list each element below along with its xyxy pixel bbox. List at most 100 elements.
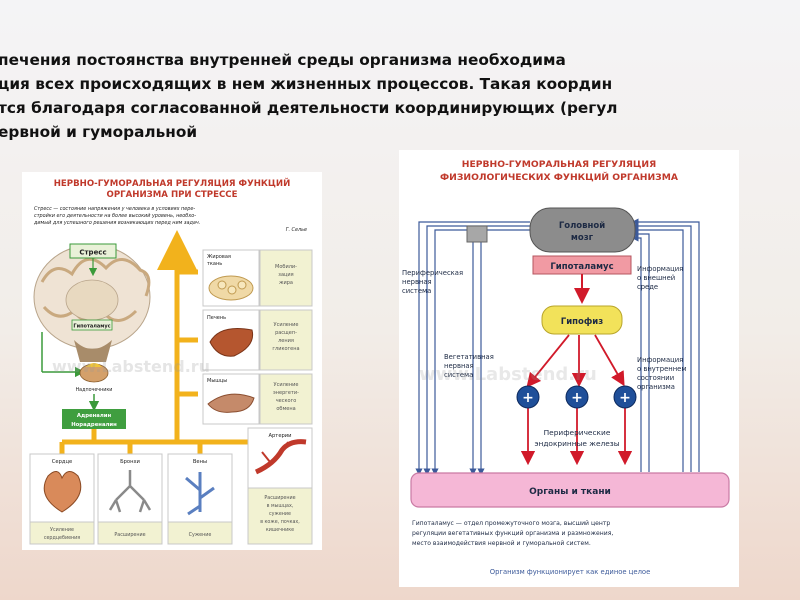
glands-label-line-2: эндокринные железы [534, 439, 619, 448]
fat-effect-line-1: Мобили- [275, 264, 297, 270]
artery-effect-line-3: сужение [269, 512, 291, 517]
bronchi-name: Бронхи [120, 459, 140, 465]
slide-text-line-4: ервной и гуморальной [0, 123, 198, 141]
hormones-label-box [62, 409, 126, 429]
arteries-name: Артерии [268, 433, 291, 439]
internal-info-label: Информация о внутреннем состоянии органи… [637, 356, 686, 391]
internal-info-line-2: о внутреннем [637, 365, 686, 373]
peripheral-nervous-line-3: система [402, 287, 431, 295]
hypothalamus-label-right: Гипоталамус [550, 262, 613, 272]
hormone-noradrenaline: Норадреналин [71, 422, 117, 428]
feedback-arrows [415, 218, 700, 476]
veins-icon [185, 472, 215, 516]
glands-label-line-1: Периферические [544, 428, 611, 437]
external-info-line-3: среде [637, 283, 658, 291]
slide-text-line-1: печения постоянства внутренней среды орг… [0, 51, 566, 69]
artery-effect-line-1: Расширение [264, 495, 295, 501]
right-watermark: www.Labstend.ru [419, 364, 597, 385]
target-heart: Сердце Усиление сердцебиения [29, 453, 95, 545]
muscle-icon [207, 393, 255, 413]
brain-box [529, 207, 636, 253]
physiology-regulation-poster: НЕРВНО-ГУМОРАЛЬНАЯ РЕГУЛЯЦИЯ ФИЗИОЛОГИЧЕ… [399, 150, 739, 587]
artery-effect-line-5: кишечнике [266, 528, 294, 533]
adrenal-label: Надпочечники [76, 387, 113, 393]
fat-tissue-name-line-1: Жировая [207, 254, 231, 260]
target-bronchi: Бронхи Расширение [97, 453, 163, 545]
stress-quote-line-3: димый для успешного решения возникающих … [33, 220, 200, 226]
gland-plus-1: + [522, 390, 534, 406]
left-poster-title-line-1: НЕРВНО-ГУМОРАЛЬНАЯ РЕГУЛЯЦИЯ ФУНКЦИЙ [54, 177, 291, 189]
regulation-diagram: НЕРВНО-ГУМОРАЛЬНАЯ РЕГУЛЯЦИЯ ФИЗИОЛОГИЧЕ… [402, 159, 730, 576]
fat-effect-line-2: зация [278, 272, 293, 278]
external-info-line-1: Информация [637, 265, 683, 273]
veins-name: Вены [193, 459, 207, 465]
adrenal-gland-icon [79, 363, 109, 383]
slide-body-text: печения постоянства внутренней среды орг… [0, 48, 800, 144]
gland-plus-3: + [619, 390, 631, 406]
hypothalamus-label: Гипоталамус [73, 324, 110, 330]
internal-info-line-4: организма [637, 383, 675, 391]
right-poster-title-line-2: ФИЗИОЛОГИЧЕСКИХ ФУНКЦИЙ ОРГАНИЗМА [440, 171, 679, 183]
artery-icon [254, 439, 307, 475]
veins-effect: Сужение [189, 532, 212, 538]
stress-quote-line-1: Стресс — состояние напряжения у человека… [34, 206, 195, 212]
muscles-name: Мышцы [207, 378, 227, 384]
left-poster-title-line-2: ОРГАНИЗМА ПРИ СТРЕССЕ [107, 190, 238, 200]
muscle-effect-line-4: обмена [276, 406, 295, 412]
right-poster-title-line-1: НЕРВНО-ГУМОРАЛЬНАЯ РЕГУЛЯЦИЯ [462, 159, 656, 170]
muscle-effect-line-3: ческого [276, 398, 297, 404]
artery-effect-line-2: в мышцах, [267, 504, 294, 509]
fat-tissue-icon [208, 275, 254, 301]
hormone-adrenaline: Адреналин [77, 413, 112, 419]
pituitary-label: Гипофиз [561, 317, 603, 327]
target-fat-tissue: Жировая ткань Мобили- зация жира [202, 249, 313, 307]
stress-quote-author: Г. Селье [286, 227, 307, 233]
bronchi-effect: Расширение [114, 532, 145, 538]
internal-info-line-1: Информация [637, 356, 683, 364]
vegetative-nervous-line-3: система [444, 371, 473, 379]
heart-icon [43, 471, 82, 513]
endocrine-gland-icons [516, 385, 637, 409]
definition-line-1: Гипоталамус — отдел промежуточного мозга… [412, 519, 610, 527]
brain-label-line-1: Головной [559, 221, 605, 231]
liver-effect-line-1: Усиление [274, 322, 299, 328]
fat-effect-line-3: жира [279, 280, 293, 286]
stress-label: Стресс [79, 249, 106, 257]
vegetative-nervous-label: Вегетативная нервная система [444, 353, 494, 379]
target-muscles: Мышцы Усиление энергети- ческого обмена [202, 373, 313, 425]
definition-line-2: регуляции вегетативных функций организма… [412, 529, 613, 537]
hormone-arrows [520, 334, 633, 466]
liver-icon [209, 328, 254, 357]
hypothalamus-label-box [71, 319, 113, 331]
bronchi-icon [108, 470, 152, 513]
organs-box [410, 472, 730, 508]
liver-effect-line-3: ления [278, 338, 294, 344]
organs-label: Органы и ткани [529, 487, 611, 497]
definition-line-3: место взаимодействия нервной и гуморальн… [412, 539, 591, 547]
target-veins: Вены Сужение [167, 453, 233, 545]
brain-label-line-2: мозг [571, 233, 594, 243]
peripheral-nervous-line-1: Периферическая [402, 269, 463, 277]
gland-plus-2: + [571, 390, 583, 406]
liver-name: Печень [207, 315, 226, 321]
internal-info-line-3: состоянии [637, 374, 674, 382]
fat-tissue-name-line-2: ткань [207, 261, 222, 267]
muscle-effect-line-1: Усиление [274, 382, 299, 388]
stress-diagram: НЕРВНО-ГУМОРАЛЬНАЯ РЕГУЛЯЦИЯ ФУНКЦИЙ ОРГ… [29, 177, 313, 545]
target-arteries: Артерии Расширение в мышцах, сужение в к… [247, 427, 313, 545]
heart-name: Сердце [52, 459, 72, 465]
slide-text-line-2: ция всех происходящих в нем жизненных пр… [0, 75, 613, 93]
heart-effect-line-1: Усиление [50, 527, 74, 533]
vegetative-nervous-line-1: Вегетативная [444, 353, 494, 361]
stress-quote-line-2: стройки его деятельности на более высоки… [34, 213, 196, 219]
muscle-effect-line-2: энергети- [273, 390, 299, 396]
nerve-junction-box [466, 225, 488, 243]
slide-text-line-3: тся благодаря согласованной деятельности… [0, 99, 618, 117]
pituitary-box [541, 305, 623, 335]
external-info-line-2: о внешней [637, 274, 675, 282]
stress-regulation-poster: НЕРВНО-ГУМОРАЛЬНАЯ РЕГУЛЯЦИЯ ФУНКЦИЙ ОРГ… [22, 172, 322, 550]
artery-effect-line-4: в коже, почках, [260, 520, 300, 525]
peripheral-nervous-line-2: нервная [402, 278, 432, 286]
brain-section-icon [33, 244, 151, 362]
target-liver: Печень Усиление расщеп- ления гликогена [202, 309, 313, 371]
